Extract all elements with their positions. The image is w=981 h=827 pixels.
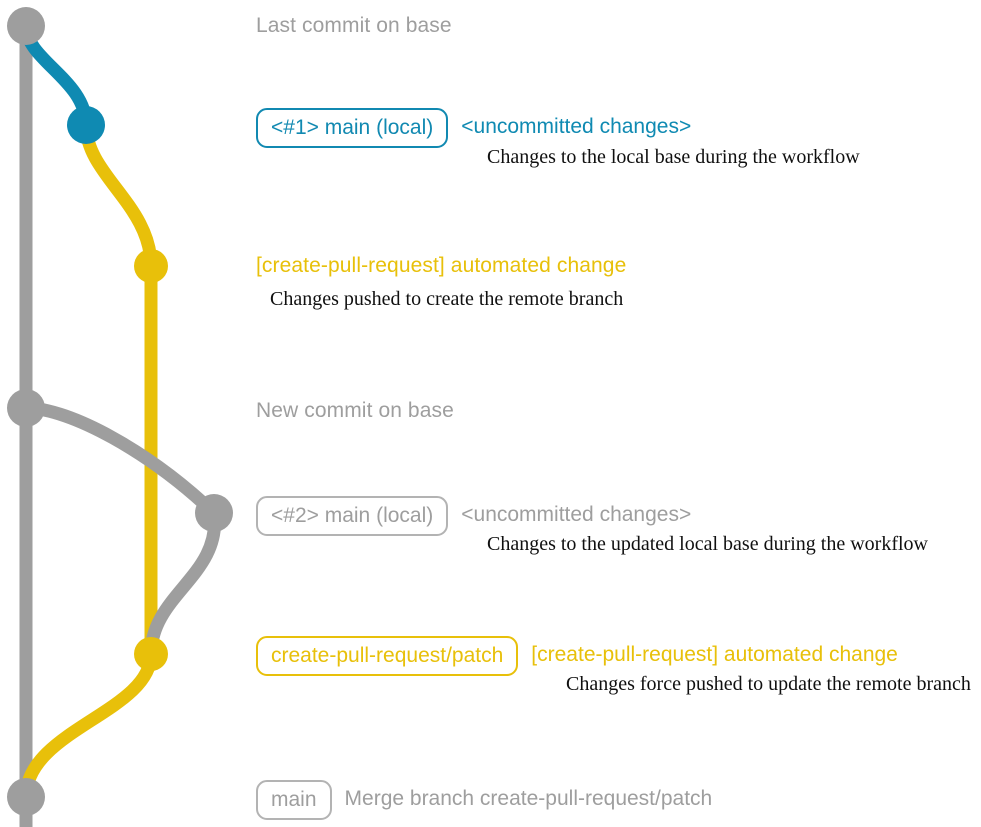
label-local-main-1-message: <uncommitted changes>: [461, 115, 692, 138]
label-merge-commit-message: Merge branch create-pull-request/patch: [344, 787, 713, 810]
badge-local-main-2[interactable]: <#2> main (local): [256, 496, 449, 536]
row-automated-change-2: create-pull-request/patch [create-pull-r…: [256, 636, 898, 676]
label-new-commit-on-base: New commit on base: [256, 399, 454, 422]
note-automated-change-1: Changes pushed to create the remote bran…: [270, 288, 624, 310]
label-last-commit-on-base: Last commit on base: [256, 14, 452, 37]
commit-node-merge[interactable]: [7, 778, 45, 816]
commit-node-remote-commit-2[interactable]: [134, 637, 168, 671]
badge-create-pull-request-patch[interactable]: create-pull-request/patch: [256, 636, 519, 676]
commit-node-local-commit-2[interactable]: [195, 494, 233, 532]
label-automated-change-1: [create-pull-request] automated change: [256, 254, 627, 277]
note-local-main-2: Changes to the updated local base during…: [487, 533, 928, 555]
label-local-main-2-message: <uncommitted changes>: [461, 503, 692, 526]
commit-node-local-commit-1[interactable]: [67, 106, 105, 144]
row-merge-commit: main Merge branch create-pull-request/pa…: [256, 780, 712, 820]
badge-main[interactable]: main: [256, 780, 332, 820]
local-to-remote-line-2: [144, 506, 222, 661]
badge-local-main-1[interactable]: <#1> main (local): [256, 108, 449, 148]
commit-node-base-commit-2[interactable]: [7, 389, 45, 427]
row-local-main-2: <#2> main (local) <uncommitted changes>: [256, 496, 691, 536]
local-branch-line-2: [19, 401, 221, 520]
note-local-main-1: Changes to the local base during the wor…: [487, 146, 860, 168]
note-automated-change-2: Changes force pushed to update the remot…: [566, 673, 971, 695]
commit-node-base-head[interactable]: [7, 7, 45, 45]
label-automated-change-2-message: [create-pull-request] automated change: [531, 643, 898, 666]
merge-line: [19, 647, 158, 804]
remote-branch-line-1: [79, 118, 158, 273]
commit-node-remote-commit-1[interactable]: [134, 249, 168, 283]
row-local-main-1: <#1> main (local) <uncommitted changes>: [256, 108, 691, 148]
